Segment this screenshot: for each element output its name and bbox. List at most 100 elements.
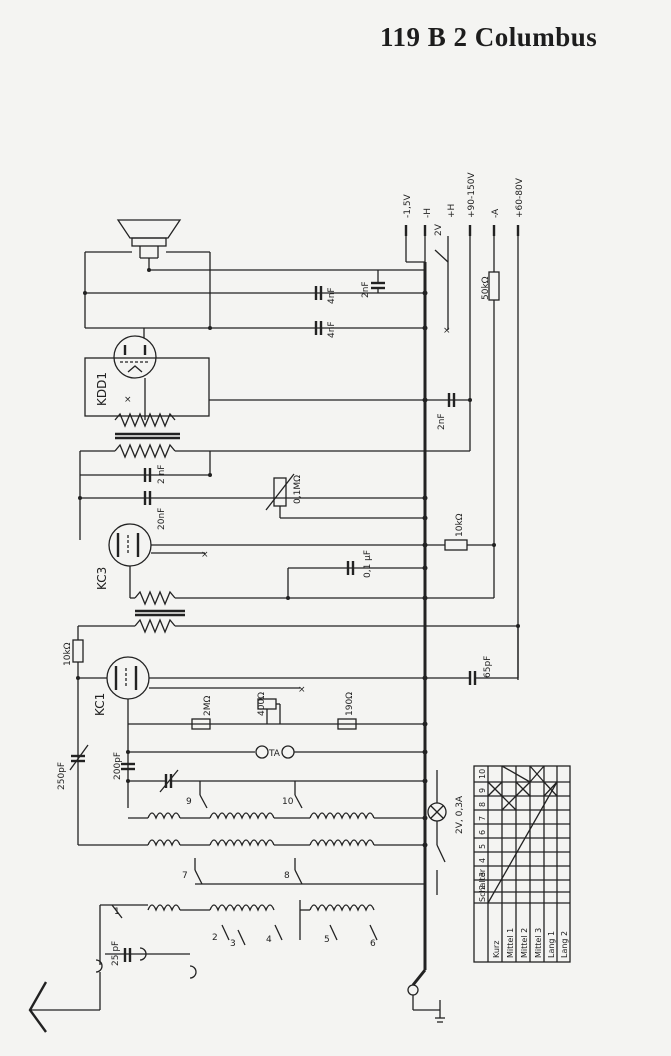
- resistor-190: 190Ω: [337, 692, 357, 730]
- ta-socket: TA: [255, 745, 295, 759]
- coil: [209, 904, 275, 912]
- svg-text:4nF: 4nF: [327, 321, 337, 338]
- resistor-50k: 50kΩ: [481, 276, 491, 300]
- supply-terminals: [404, 225, 520, 680]
- svg-text:×: ×: [298, 685, 306, 695]
- coil: [209, 812, 275, 820]
- coil: [147, 904, 181, 912]
- switch-label: 9: [186, 797, 192, 807]
- supply-label: +H: [447, 204, 457, 218]
- switch-label: 6: [370, 939, 376, 949]
- resistor-10k-right: 10kΩ: [444, 513, 468, 551]
- svg-text:10kΩ: 10kΩ: [455, 513, 465, 537]
- tube-label-kc1: KC1: [93, 693, 107, 716]
- svg-text:50kΩ: 50kΩ: [481, 276, 491, 300]
- tube-kc3: [108, 523, 152, 567]
- supply-label: -1,5V: [403, 193, 413, 218]
- switch-label: 3: [230, 939, 236, 949]
- antenna-socket-icon: 25 pF: [95, 941, 197, 979]
- loudspeaker-icon: [116, 219, 182, 259]
- supply-label: -H: [423, 208, 433, 218]
- cap-20nf: 20nF: [143, 491, 167, 530]
- cap-250pf: 250pF: [57, 744, 89, 790]
- svg-text:Schalter: Schalter: [478, 868, 487, 902]
- svg-text:2MΩ: 2MΩ: [203, 696, 213, 716]
- svg-text:25 pF: 25 pF: [111, 941, 121, 966]
- svg-text:2nF: 2nF: [437, 413, 447, 430]
- switch-bank-lower: 1 2 3 4 5 6: [111, 904, 378, 949]
- svg-text:6: 6: [478, 830, 487, 835]
- cap-01uf: 0,1 μF: [346, 550, 373, 578]
- cap-2nf-grid: 2 nF: [143, 465, 167, 484]
- cap-2nf-mid: 2nF: [437, 393, 456, 430]
- cap-65pf: 65pF: [468, 656, 493, 685]
- coil: [147, 839, 181, 847]
- switch-label: 4: [266, 935, 272, 945]
- svg-text:65pF: 65pF: [483, 656, 493, 678]
- cap-4nf-low: 4nF: [314, 321, 337, 338]
- pot-01m: 0,1MΩ: [265, 473, 303, 511]
- svg-text:0,1 μF: 0,1 μF: [363, 550, 373, 578]
- svg-text:Mittel 2: Mittel 2: [520, 928, 529, 958]
- svg-text:Mittel 1: Mittel 1: [506, 928, 515, 958]
- supply-label: 2V: [434, 223, 444, 236]
- dial-lamp-icon: 2V, 0,3A: [427, 795, 465, 834]
- svg-text:2V, 0,3A: 2V, 0,3A: [455, 795, 465, 834]
- tube-label-kc3: KC3: [95, 567, 109, 590]
- coil: [309, 904, 375, 912]
- svg-text:×: ×: [201, 550, 209, 560]
- tube-kc1: [106, 656, 150, 700]
- svg-text:20nF: 20nF: [157, 508, 167, 530]
- cap-2nf-top: 2nF: [361, 270, 385, 298]
- supply-label: -A: [491, 208, 501, 218]
- switch-row-middle: 7 8: [182, 858, 303, 885]
- svg-text:5: 5: [478, 844, 487, 849]
- tube-label-kdd1: KDD1: [95, 372, 109, 406]
- svg-text:9: 9: [478, 788, 487, 793]
- svg-text:4: 4: [478, 858, 487, 863]
- svg-text:Kurz: Kurz: [492, 941, 501, 958]
- svg-text:3: 3: [478, 872, 487, 877]
- coil: [147, 812, 181, 820]
- svg-text:8: 8: [478, 802, 487, 807]
- svg-text:×: ×: [124, 395, 132, 405]
- cap-200pf: 200pF: [113, 752, 135, 780]
- supply-labels: -1,5V -H 2V +H +90-150V -A +60-80V: [403, 172, 525, 236]
- switch-label: 2: [212, 933, 218, 943]
- svg-text:2: 2: [478, 885, 487, 890]
- svg-text:Mittel 3: Mittel 3: [534, 928, 543, 958]
- svg-text:×: ×: [443, 326, 451, 336]
- switch-label: 5: [324, 935, 330, 945]
- switch-label: 1: [114, 907, 120, 917]
- svg-text:TA: TA: [268, 749, 281, 759]
- switch-row-upper: 9 10: [186, 781, 303, 809]
- coil: [209, 839, 275, 847]
- switch-label: 7: [182, 871, 188, 881]
- svg-text:Lang 1: Lang 1: [547, 931, 556, 958]
- transformer-kdd1: [114, 412, 180, 459]
- page-title: 119 B 2 Columbus: [380, 22, 598, 52]
- svg-text:10kΩ: 10kΩ: [63, 642, 73, 666]
- transformer-kc3: [134, 590, 185, 634]
- tube-kdd1: [113, 335, 157, 379]
- coil: [309, 812, 375, 820]
- resistor-10k-left: 10kΩ: [63, 639, 84, 666]
- svg-text:10: 10: [478, 769, 487, 779]
- svg-text:250pF: 250pF: [57, 762, 67, 790]
- switch-label: 8: [284, 871, 290, 881]
- switch-table: Schalter 10 9 8 7 6 5 4 3 2 1 Kurz Mitte…: [473, 765, 571, 963]
- svg-text:200pF: 200pF: [113, 752, 123, 780]
- svg-text:190Ω: 190Ω: [345, 692, 355, 716]
- supply-label: +90-150V: [467, 172, 477, 218]
- svg-text:400Ω: 400Ω: [257, 692, 267, 716]
- svg-text:4nF: 4nF: [327, 287, 337, 304]
- coil: [309, 839, 375, 847]
- supply-label: +60-80V: [515, 177, 525, 218]
- svg-text:Lang 2: Lang 2: [560, 931, 569, 958]
- pot-400: 400Ω: [257, 692, 277, 724]
- arrow-icon: [28, 981, 60, 1033]
- resistor-2m: 2MΩ: [191, 696, 213, 730]
- svg-text:0,1MΩ: 0,1MΩ: [293, 475, 303, 504]
- cap-4nf-top: 4nF: [314, 286, 337, 304]
